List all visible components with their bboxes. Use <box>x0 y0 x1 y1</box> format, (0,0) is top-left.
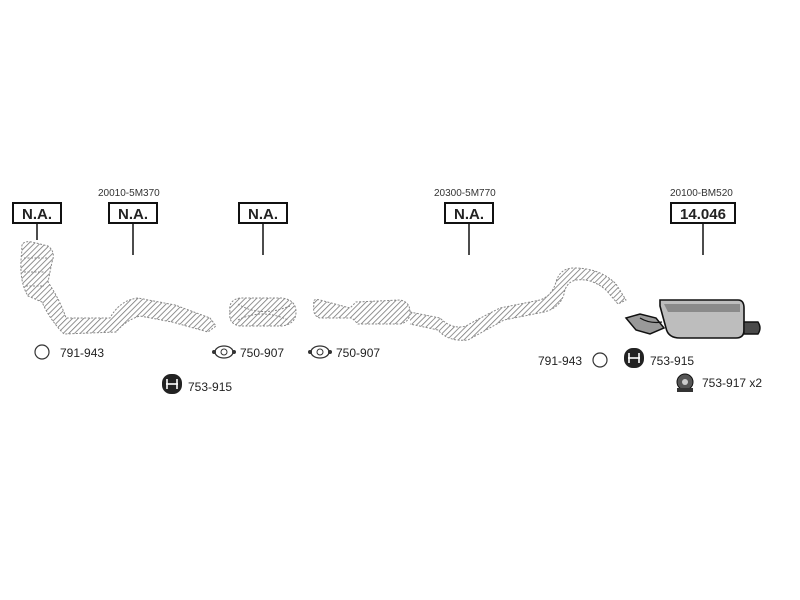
gasket-icon <box>212 345 236 359</box>
callout-ref-4: 20100-BM520 <box>670 188 733 199</box>
front-pipe-part[interactable] <box>20 241 217 335</box>
callout-box-middle-pipe[interactable]: N.A. <box>444 202 494 224</box>
middle-pipe-part[interactable] <box>313 267 627 341</box>
accessory-label-gasket-2: 750-907 <box>336 346 381 360</box>
callout-box-catalyst-pipe[interactable]: N.A. <box>108 202 158 224</box>
accessory-label-ring-2: 791-943 <box>538 354 583 368</box>
ring-icon <box>34 344 50 360</box>
callout-ref-3: 20300-5M770 <box>434 188 496 199</box>
catalyst-part[interactable] <box>229 297 297 327</box>
accessory-label-ring-1: 791-943 <box>60 346 105 360</box>
leader-lines <box>36 224 704 255</box>
rubber-mount-icon <box>676 373 694 392</box>
gasket-icon <box>308 345 332 359</box>
callout-box-front-pipe[interactable]: N.A. <box>12 202 62 224</box>
hanger-icon <box>624 348 644 368</box>
accessory-label-rubber-mount: 753-917 x2 <box>702 376 763 390</box>
accessory-label-gasket-1: 750-907 <box>240 346 285 360</box>
callout-box-catalyst[interactable]: N.A. <box>238 202 288 224</box>
rear-silencer-part[interactable] <box>624 299 761 339</box>
callout-ref-1: 20010-5M370 <box>98 188 160 199</box>
accessory-label-hanger-2: 753-915 <box>650 354 695 368</box>
ring-icon <box>592 352 608 368</box>
accessory-label-hanger-1: 753-915 <box>188 380 233 394</box>
hanger-icon <box>162 374 182 394</box>
callout-box-rear-silencer[interactable]: 14.046 <box>670 202 736 224</box>
